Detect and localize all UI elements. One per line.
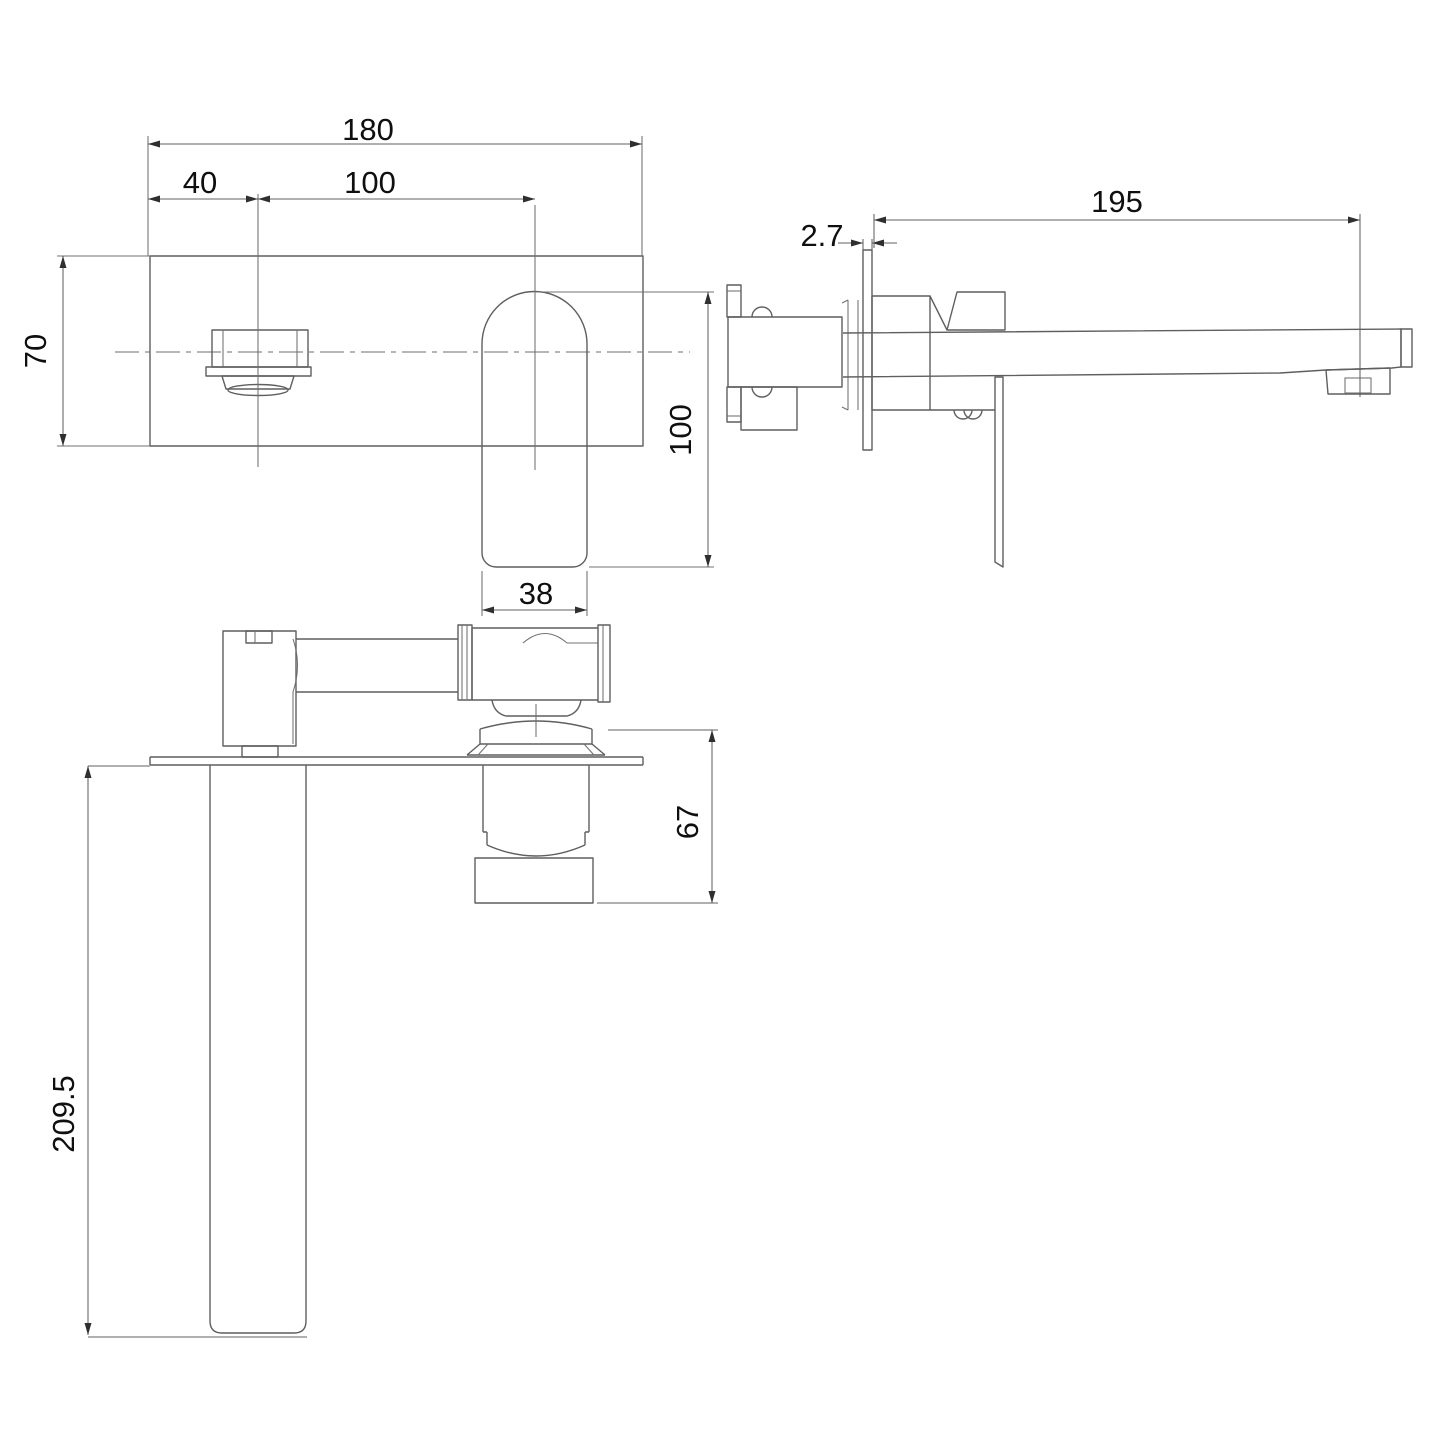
dim-handle-height: 100	[663, 292, 712, 567]
dim-spout-reach-label: 195	[1091, 184, 1143, 219]
handle-front	[481, 290, 588, 568]
dim-lines	[838, 239, 897, 250]
handle-base-block	[871, 295, 931, 411]
handle-top-side	[946, 291, 1006, 331]
dim-plate-thickness: 2.7	[800, 218, 897, 253]
dim-arrows	[851, 239, 884, 247]
extension-lines	[88, 765, 307, 1338]
front-view: 180 40 100 70 100 38	[18, 112, 714, 616]
escutcheon-flare-inner	[477, 743, 595, 756]
extension-lines	[597, 729, 718, 904]
base-screws	[953, 409, 983, 420]
dim-handle-width: 38	[482, 576, 587, 614]
wall-plate-top-view	[149, 756, 644, 766]
valve-lower-block	[740, 386, 798, 431]
handle-hub	[482, 765, 590, 857]
supply-pipe	[296, 638, 458, 693]
spout-aerator-housing	[1325, 367, 1391, 395]
dim-spout-to-handle: 100	[258, 165, 535, 203]
dim-spout-offset: 40	[148, 165, 258, 203]
tee-body	[471, 627, 598, 701]
dim-plate-width: 180	[148, 112, 642, 148]
spout-body	[211, 329, 309, 368]
dim-spout-reach: 195	[873, 184, 1361, 397]
dim-plate-width-label: 180	[342, 112, 394, 147]
handle-block	[474, 857, 594, 904]
valve-notch	[245, 630, 273, 644]
pipe-flange-left	[457, 624, 473, 701]
valve-inner-lines	[292, 638, 299, 744]
dim-handle-height-label: 100	[663, 404, 698, 456]
escutcheon-flare	[466, 743, 606, 756]
handle-neck	[929, 295, 948, 331]
valve-body-side	[726, 284, 859, 431]
dim-spout-to-handle-label: 100	[344, 165, 396, 200]
valve-top-bracket	[726, 284, 742, 318]
spout-end-cap	[1400, 328, 1413, 368]
pipe-flange-right	[597, 624, 611, 703]
dim-plate-thickness-label: 2.7	[800, 218, 843, 253]
screw-heads	[751, 306, 773, 398]
extension-lines	[873, 214, 1361, 397]
valve-outline	[222, 630, 297, 747]
dim-spout-offset-label: 40	[183, 165, 217, 200]
valve-foot	[241, 745, 279, 758]
cartridge-sleeve	[841, 299, 859, 411]
dim-arrows	[148, 195, 258, 203]
extension-lines-front	[57, 136, 714, 616]
valve-bottom-bracket	[726, 386, 742, 423]
spout-side	[842, 328, 1402, 378]
dim-handle-width-label: 38	[519, 576, 553, 611]
valve-main	[727, 316, 843, 388]
handle-stack-top-view	[474, 704, 594, 904]
dim-arrows	[482, 606, 587, 614]
valve-body-top	[222, 630, 299, 758]
wall-plate-side	[862, 249, 873, 451]
spout-top-view	[209, 765, 307, 1334]
spout-inner-edges	[222, 330, 298, 367]
wall-plate-outline	[149, 255, 644, 447]
dim-spout-length-label: 209.5	[46, 1075, 81, 1153]
flange-outline	[457, 624, 473, 701]
dim-spout-length: 209.5	[46, 765, 307, 1338]
aerator-cone	[221, 375, 295, 390]
tee-outline	[471, 627, 598, 701]
cartridge-dome	[522, 632, 598, 644]
dim-trim-depth-label: 67	[670, 805, 705, 839]
top-view: 67 209.5	[46, 624, 718, 1338]
dim-plate-height: 70	[18, 256, 67, 446]
side-view: 2.7 195	[726, 184, 1413, 568]
dim-plate-height-label: 70	[18, 334, 53, 368]
dim-trim-depth: 67	[597, 729, 718, 904]
flange-outline	[597, 624, 611, 703]
flange-plates	[461, 625, 468, 700]
spout-aerator	[1344, 377, 1372, 394]
handle-lever	[994, 376, 1004, 568]
